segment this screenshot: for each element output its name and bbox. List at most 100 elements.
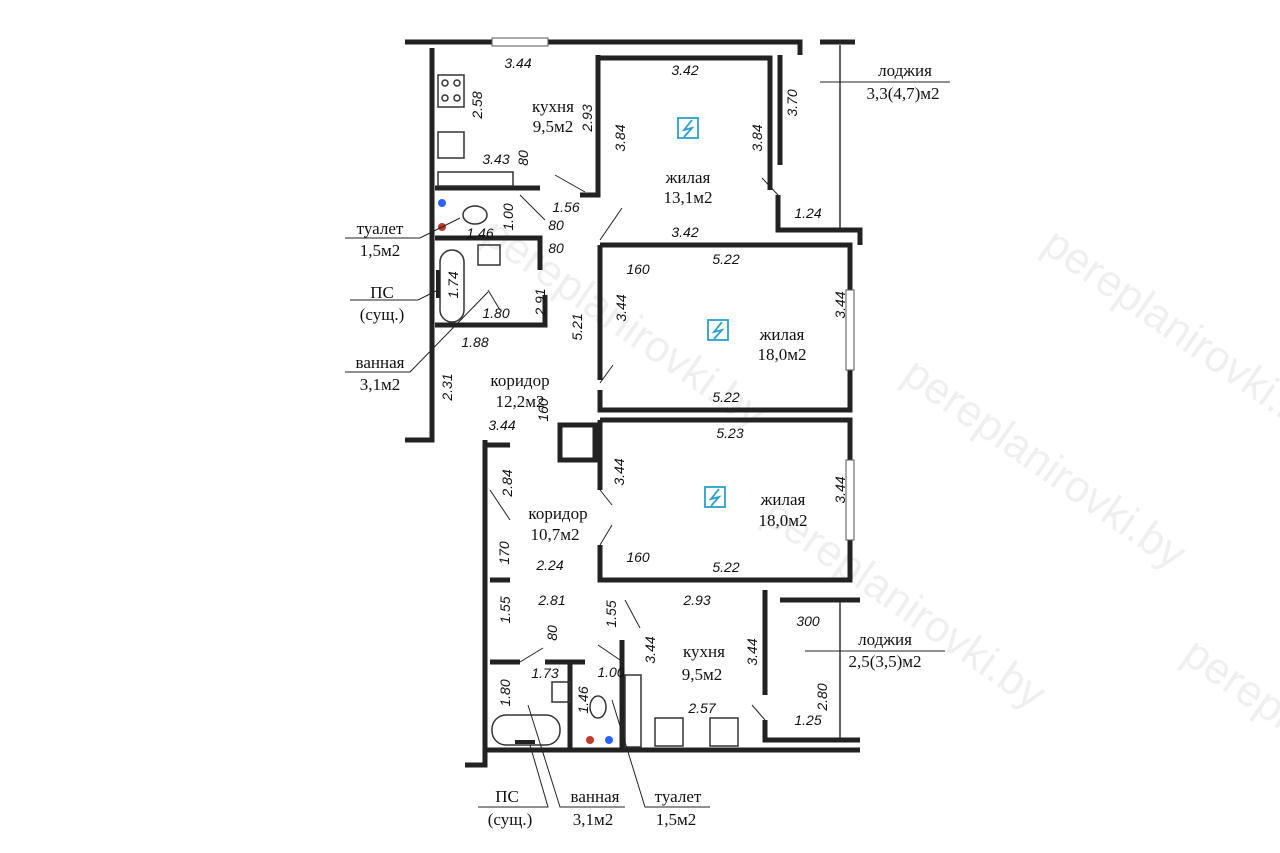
- svg-text:1.24: 1.24: [794, 205, 821, 221]
- svg-text:2.91: 2.91: [532, 288, 548, 316]
- svg-text:(сущ.): (сущ.): [488, 810, 532, 829]
- sink-icon: [437, 131, 465, 159]
- shaft-icon: [515, 740, 535, 744]
- svg-text:1.46: 1.46: [575, 686, 591, 713]
- svg-text:1.55: 1.55: [603, 600, 619, 627]
- svg-text:1.55: 1.55: [497, 596, 513, 623]
- doors: [487, 174, 779, 721]
- svg-text:80: 80: [544, 625, 560, 641]
- svg-text:ванная: ванная: [571, 787, 620, 806]
- svg-text:жилая: жилая: [759, 325, 805, 344]
- room-labels: кухня 9,5м2 жилая 13,1м2 жилая 18,0м2 ко…: [345, 61, 950, 829]
- svg-text:13,1м2: 13,1м2: [663, 188, 712, 207]
- svg-text:2.93: 2.93: [682, 592, 710, 608]
- svg-text:1.74: 1.74: [445, 271, 461, 298]
- svg-text:18,0м2: 18,0м2: [758, 511, 807, 530]
- svg-text:3.44: 3.44: [504, 55, 531, 71]
- room-type-icons: [677, 117, 729, 508]
- washbasin-icon: [551, 681, 571, 703]
- window: [845, 459, 855, 541]
- fixtures: [436, 74, 739, 748]
- svg-text:pereplanirovki.by: pereplanirovki.by: [1034, 218, 1280, 449]
- svg-text:300: 300: [796, 613, 820, 629]
- svg-text:ПС: ПС: [370, 283, 394, 302]
- svg-text:18,0м2: 18,0м2: [757, 345, 806, 364]
- svg-text:ПС: ПС: [495, 787, 519, 806]
- svg-text:1.46: 1.46: [466, 225, 493, 241]
- svg-text:pereplanirovki.by: pereplanirovki.by: [894, 348, 1195, 579]
- svg-text:2.93: 2.93: [579, 104, 595, 132]
- svg-text:1.80: 1.80: [497, 679, 513, 706]
- svg-text:5.23: 5.23: [716, 425, 743, 441]
- svg-text:160: 160: [626, 261, 650, 277]
- washbasin-icon: [477, 244, 501, 266]
- svg-text:туалет: туалет: [357, 219, 404, 238]
- svg-text:1.73: 1.73: [531, 665, 558, 681]
- svg-text:160: 160: [535, 398, 551, 422]
- svg-text:лоджия: лоджия: [858, 630, 912, 649]
- svg-text:1,5м2: 1,5м2: [656, 810, 697, 829]
- svg-text:(сущ.): (сущ.): [360, 305, 404, 324]
- svg-text:ванная: ванная: [356, 353, 405, 372]
- svg-text:5.22: 5.22: [712, 251, 739, 267]
- svg-text:9,5м2: 9,5м2: [682, 665, 723, 684]
- living-room-icon: [704, 486, 726, 508]
- stove-icon: [437, 74, 465, 108]
- window: [845, 289, 855, 371]
- svg-text:2.84: 2.84: [499, 469, 515, 497]
- svg-text:1.56: 1.56: [552, 199, 579, 215]
- svg-text:3.44: 3.44: [832, 476, 848, 503]
- svg-text:коридор: коридор: [528, 504, 587, 523]
- watermark: pereplanirovki.by pereplanirovki.by pere…: [474, 208, 1280, 853]
- svg-text:pereplanirovki.by: pereplanirovki.by: [1174, 628, 1280, 853]
- svg-text:лоджия: лоджия: [878, 61, 932, 80]
- svg-text:2.31: 2.31: [439, 373, 455, 401]
- svg-text:10,7м2: 10,7м2: [530, 525, 579, 544]
- dimensions: 3.44 3.42 2.58 2.93 3.84 3.84 3.70 3.43 …: [439, 55, 848, 728]
- living-room-icon: [707, 319, 729, 341]
- svg-text:5.22: 5.22: [712, 389, 739, 405]
- svg-text:3.44: 3.44: [488, 417, 515, 433]
- svg-text:3,1м2: 3,1м2: [573, 810, 614, 829]
- svg-text:1.80: 1.80: [482, 305, 509, 321]
- svg-text:3.42: 3.42: [671, 62, 698, 78]
- svg-text:80: 80: [548, 240, 564, 256]
- toilet-icon: [589, 695, 607, 719]
- svg-text:3.43: 3.43: [482, 151, 509, 167]
- room-area: 9,5м2: [533, 117, 574, 136]
- svg-text:160: 160: [626, 549, 650, 565]
- svg-text:3.44: 3.44: [744, 638, 760, 665]
- svg-text:3.70: 3.70: [784, 89, 800, 116]
- toilet-icon: [462, 205, 488, 225]
- bathtub-icon: [491, 714, 561, 746]
- svg-text:2.57: 2.57: [687, 700, 716, 716]
- sink-icon: [654, 717, 684, 747]
- svg-text:2.80: 2.80: [814, 683, 830, 711]
- svg-text:3.42: 3.42: [671, 224, 698, 240]
- svg-text:3.44: 3.44: [613, 294, 629, 321]
- svg-text:жилая: жилая: [760, 490, 806, 509]
- counter: [437, 171, 514, 187]
- svg-text:3.44: 3.44: [611, 458, 627, 485]
- svg-text:1.25: 1.25: [794, 712, 821, 728]
- svg-text:2.24: 2.24: [535, 557, 563, 573]
- svg-text:коридор: коридор: [490, 371, 549, 390]
- svg-text:жилая: жилая: [665, 168, 711, 187]
- window: [491, 37, 549, 47]
- svg-text:170: 170: [496, 541, 512, 565]
- svg-text:3,3(4,7)м2: 3,3(4,7)м2: [866, 84, 939, 103]
- svg-text:3.84: 3.84: [749, 124, 765, 151]
- svg-text:3,1м2: 3,1м2: [360, 375, 401, 394]
- svg-text:3.44: 3.44: [832, 291, 848, 318]
- svg-text:2.81: 2.81: [537, 592, 565, 608]
- walls: [405, 37, 863, 768]
- stove-icon: [709, 717, 739, 747]
- svg-text:1.88: 1.88: [461, 334, 488, 350]
- svg-text:2.58: 2.58: [469, 91, 485, 119]
- svg-text:5.21: 5.21: [569, 313, 585, 340]
- svg-text:80: 80: [548, 217, 564, 233]
- svg-text:12,2м2: 12,2м2: [495, 392, 544, 411]
- room-name: кухня: [532, 97, 574, 116]
- svg-text:1.00: 1.00: [597, 664, 624, 680]
